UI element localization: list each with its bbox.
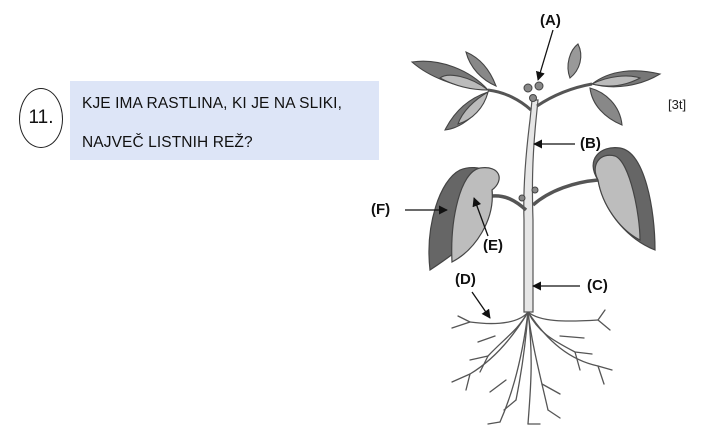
question-number: 11.	[19, 88, 63, 148]
leaf-left	[428, 167, 500, 272]
label-F: (F)	[371, 201, 391, 218]
points-label: [3t]	[668, 97, 687, 112]
label-arrows	[405, 29, 580, 319]
label-B: (B)	[580, 135, 601, 152]
roots	[451, 309, 613, 425]
arrow-D	[471, 291, 491, 319]
stem	[523, 99, 539, 313]
arrow-A	[535, 29, 554, 81]
label-C: (C)	[587, 277, 608, 294]
label-D: (D)	[455, 271, 476, 288]
label-A: (A)	[540, 12, 561, 29]
question-box	[70, 81, 379, 160]
question-text-line-2: NAJVEČ LISTNIH REŽ?	[82, 134, 253, 151]
upper-leaves	[410, 43, 662, 131]
buds	[518, 81, 544, 202]
leaf-right	[592, 147, 656, 251]
arrow-E	[472, 197, 489, 237]
question-number-text: 11.	[28, 107, 54, 128]
question-text-line-1: KJE IMA RASTLINA, KI JE NA SLIKI,	[82, 95, 342, 112]
label-E: (E)	[483, 237, 503, 254]
